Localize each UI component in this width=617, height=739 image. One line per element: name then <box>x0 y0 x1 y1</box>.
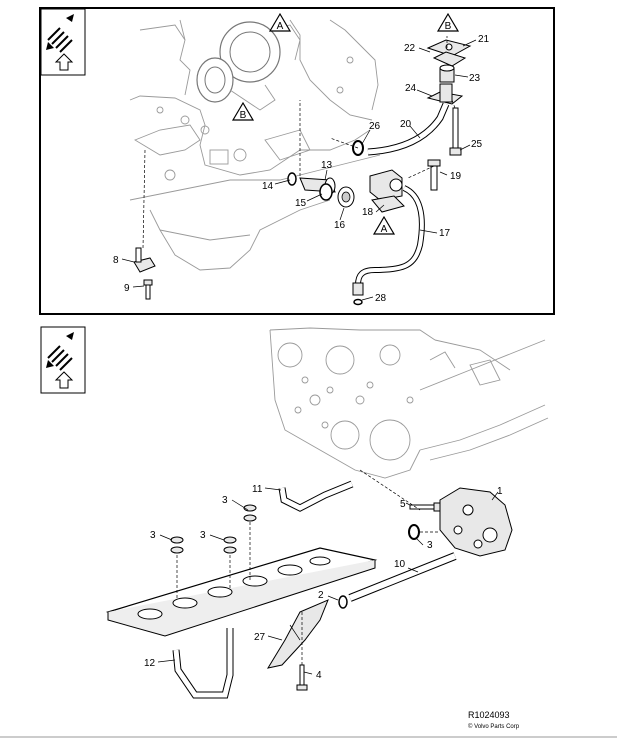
part-label: 24 <box>405 83 417 94</box>
part-label: 5 <box>400 499 406 510</box>
exploded-view-icon <box>46 332 74 371</box>
oil-pump-1 <box>439 487 513 557</box>
part-label: A <box>381 224 388 235</box>
part-label: 15 <box>295 198 307 209</box>
part-label: 10 <box>394 559 406 570</box>
fitting-23 <box>439 64 455 83</box>
part-label: 3 <box>200 530 206 541</box>
up-arrow-icon <box>54 371 74 389</box>
part-label: 25 <box>471 139 483 150</box>
adapter-16 <box>337 186 355 208</box>
oil-pipe-17 <box>352 185 425 296</box>
top-view-icon-box[interactable] <box>40 8 86 76</box>
part-label: 16 <box>334 220 346 231</box>
seal-2 <box>338 595 348 609</box>
valve-18 <box>369 169 405 213</box>
callout-a-top: A <box>268 12 292 32</box>
part-label: 1 <box>497 486 503 497</box>
part-label: 3 <box>222 495 228 506</box>
engine-block-bottom <box>269 327 549 479</box>
bolt-25 <box>449 107 462 156</box>
seal-3-pump <box>408 524 420 540</box>
seal-15 <box>319 183 333 201</box>
part-label: B <box>240 110 247 121</box>
part-label: 14 <box>262 181 274 192</box>
seal-14 <box>287 172 297 186</box>
callout-b-right: B <box>436 12 460 32</box>
part-label: 3 <box>427 540 433 551</box>
bolt-4 <box>296 664 308 691</box>
seal-28 <box>353 298 363 306</box>
oil-pipe-20 <box>367 102 450 156</box>
part-label: A <box>277 21 284 32</box>
part-label: B <box>445 21 452 32</box>
oil-pipe-12 <box>172 628 234 699</box>
oil-pipe-11 <box>278 480 354 512</box>
oil-strainer-27 <box>266 599 329 669</box>
part-label: 11 <box>252 484 263 495</box>
part-label: 4 <box>316 670 322 681</box>
reference-number: R1024093 <box>468 710 510 720</box>
flange-24 <box>426 83 464 105</box>
bracket-8 <box>133 247 156 273</box>
bolt-5 <box>409 502 441 512</box>
part-label: 19 <box>450 171 462 182</box>
part-label: 8 <box>113 255 119 266</box>
part-label: 13 <box>321 160 333 171</box>
part-label: 18 <box>362 207 374 218</box>
part-label: 20 <box>400 119 412 130</box>
up-arrow-icon <box>54 53 74 71</box>
part-label: 17 <box>439 228 451 239</box>
exploded-view-icon <box>46 14 74 53</box>
part-label: 22 <box>404 43 416 54</box>
engine-block-top <box>129 19 381 271</box>
callout-b-turbo: B <box>231 101 255 121</box>
part-label: 28 <box>375 293 387 304</box>
part-label: 3 <box>150 530 156 541</box>
flange-21-22 <box>426 39 472 67</box>
part-label: 26 <box>369 121 381 132</box>
part-label: 21 <box>478 34 490 45</box>
bottom-view-icon-box[interactable] <box>40 326 86 394</box>
stiffening-frame <box>105 547 378 637</box>
part-label: 2 <box>318 590 324 601</box>
part-label: 12 <box>144 658 156 669</box>
part-label: 9 <box>124 283 130 294</box>
seals-3-frame <box>170 504 257 554</box>
copyright-text: © Volvo Parts Corp <box>468 723 520 730</box>
callout-a-bottom: A <box>372 215 396 235</box>
part-label: 23 <box>469 73 481 84</box>
oil-pipe-10 <box>348 552 457 602</box>
bolt-9 <box>143 279 153 300</box>
part-label: 27 <box>254 632 266 643</box>
top-panel-frame <box>39 7 555 315</box>
turbocharger <box>196 21 301 111</box>
